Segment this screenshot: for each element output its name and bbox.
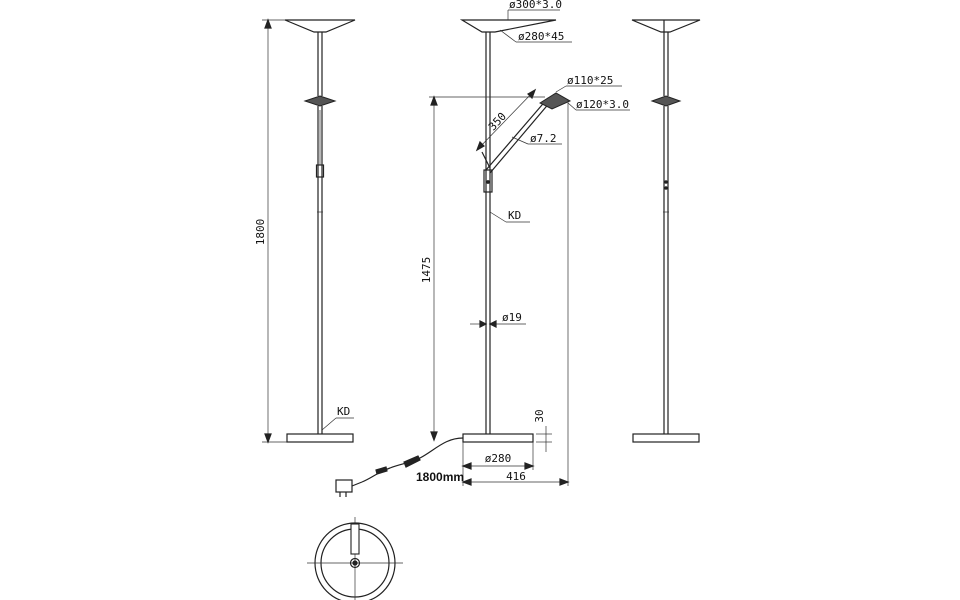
- label-base-height: 30: [533, 409, 546, 422]
- lamp-front-view: 1800 KD: [254, 18, 356, 444]
- dimension-line-350: [476, 89, 536, 151]
- leader-shade-depth: [499, 29, 517, 43]
- pole-socket-center: [352, 560, 358, 566]
- arrow-base-right: [524, 462, 535, 470]
- adapter-lead: [351, 481, 363, 487]
- kd-leader-middle: [489, 211, 507, 223]
- arrow-base-left: [461, 462, 472, 470]
- base-plate-rear: [632, 433, 700, 443]
- switch-housing: [315, 164, 325, 178]
- arm-hinge: [481, 151, 491, 169]
- label-kd-left: KD: [337, 405, 350, 418]
- cable-switch: [403, 455, 421, 468]
- rear-screw-1: [664, 180, 668, 184]
- mount-screw: [486, 180, 490, 184]
- arrow-350-end: [527, 88, 537, 100]
- label-cable-length: 1800mm: [416, 470, 464, 484]
- label-height-1800: 1800: [254, 219, 267, 246]
- label-arm-diameter: ø7.2: [530, 132, 557, 145]
- label-height-1475: 1475: [420, 257, 433, 284]
- base-plate-side: [462, 433, 534, 443]
- label-shade-depth: ø280*45: [518, 30, 564, 43]
- base-top-view: [307, 517, 403, 600]
- arrow-bottom: [264, 433, 272, 444]
- arm-mount: [483, 169, 493, 193]
- pole-socket: [349, 557, 361, 569]
- rear-screw-2: [664, 186, 668, 190]
- dimmer-disc: [303, 95, 337, 107]
- arrow-top: [264, 18, 272, 29]
- label-reading-head: ø110*25: [567, 74, 613, 87]
- uplighter-shade-rear: [631, 19, 701, 33]
- leader-reading-disc: [567, 102, 577, 111]
- arrow-total-left: [461, 478, 472, 486]
- reading-arm-lower: [489, 100, 552, 174]
- arrow-1475-bottom: [430, 431, 438, 442]
- arrow-350-start: [475, 140, 485, 152]
- uplighter-shade: [284, 19, 356, 33]
- label-total-width: 416: [506, 470, 526, 483]
- uplighter-shade-side: [459, 19, 557, 33]
- leader-reading-head: [555, 85, 567, 93]
- label-pole-diameter: ø19: [502, 311, 522, 324]
- arrow-pole-left: [479, 320, 488, 328]
- label-kd-middle: KD: [508, 209, 521, 222]
- label-top-shade: ø300*3.0: [509, 0, 562, 11]
- label-base-diameter: ø280: [485, 452, 512, 465]
- arrow-pole-right: [488, 320, 497, 328]
- reading-head: [538, 92, 572, 110]
- kd-leader-left: [321, 417, 337, 431]
- label-arm-length: 350: [486, 110, 509, 133]
- arrow-1475-top: [430, 95, 438, 106]
- base-plate: [286, 433, 354, 443]
- power-adapter: [335, 479, 353, 493]
- leader-arm-diameter: [511, 136, 529, 145]
- cable-channel: [350, 523, 360, 555]
- lamp-rear-view: [631, 19, 701, 443]
- cable-connector: [375, 466, 388, 475]
- label-reading-disc: ø120*3.0: [576, 98, 629, 111]
- reading-arm-upper: [485, 97, 549, 171]
- lamp-side-view: ø300*3.0 ø280*45 350 ø7.2 ø110*25 ø120*3…: [335, 0, 630, 497]
- dimmer-disc-rear: [650, 95, 682, 107]
- arrow-total-right: [559, 478, 570, 486]
